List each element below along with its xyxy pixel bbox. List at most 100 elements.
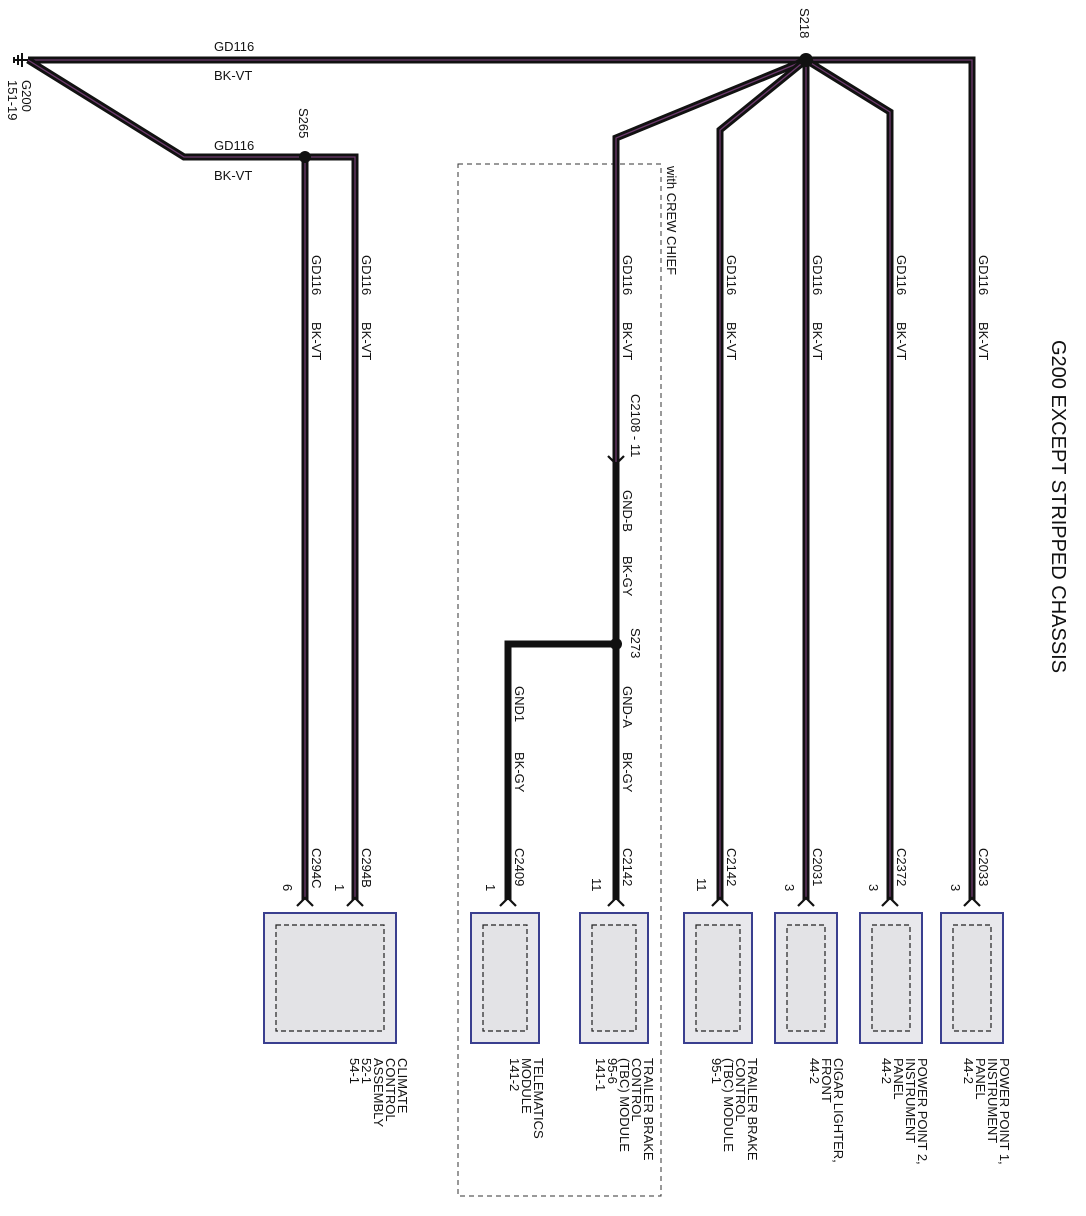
wire-telematics — [504, 640, 616, 900]
connector-pp2-name: C2372 — [894, 848, 909, 886]
wire-to-s265 — [26, 57, 359, 900]
module-caption-cigar: CIGAR LIGHTER, FRONT 44-2 — [807, 1058, 846, 1163]
wire-label-pp2-circuit: GD116 — [894, 255, 909, 295]
connector-pp2-pin: 3 — [866, 884, 881, 891]
splice-s218 — [799, 53, 813, 67]
splice-s218-label: S218 — [797, 8, 812, 38]
wire-label-tel-color: BK-GY — [512, 752, 527, 793]
caption-line: 95-1 — [709, 1058, 724, 1084]
wire-label-s265-circuit: GD116 — [214, 138, 254, 153]
caption-line: TELEMATICS — [531, 1058, 546, 1139]
caption-line: 54-1 — [347, 1058, 362, 1084]
wire-tbc-1 — [612, 56, 808, 900]
wire-label-climate-c-circuit: GD116 — [309, 255, 324, 295]
wire-label-pp1-color: BK-VT — [976, 322, 991, 360]
connector-pp1-name: C2033 — [976, 848, 991, 886]
caption-line: 44-2 — [961, 1058, 976, 1084]
module-caption-pp2: POWER POINT 2, INSTRUMENT PANEL 44-2 — [879, 1058, 930, 1165]
module-caption-climate: CLIMATE CONTROL ASSEMBLY 52-1 54-1 — [347, 1058, 410, 1127]
module-caption-pp1: POWER POINT 1, INSTRUMENT PANEL 44-2 — [961, 1058, 1012, 1165]
connector-tbc1-pin: 11 — [589, 878, 604, 892]
connector-climate-c-name: C294C — [309, 848, 324, 888]
connector-climate-c-pin: 6 — [280, 884, 295, 891]
wire-label-tbc1-mid-color: BK-GY — [620, 556, 635, 597]
wire-label-tbc1-color: BK-VT — [620, 322, 635, 360]
module-climate-control — [263, 912, 397, 1044]
caption-line: CIGAR LIGHTER, — [831, 1058, 846, 1163]
caption-line: FRONT — [819, 1058, 834, 1103]
wire-label-climate-b-circuit: GD116 — [359, 255, 374, 295]
caption-line: 95-6 — [605, 1058, 620, 1084]
wire-label-tbc1-circuit: GD116 — [620, 255, 635, 295]
connector-tbc2-name: C2142 — [724, 848, 739, 886]
wire-ground-bus — [28, 56, 976, 900]
wire-label-top-circuit: GD116 — [214, 39, 254, 54]
wire-label-tbc1-low-circuit: GND-A — [620, 686, 635, 728]
wire-label-tbc2-circuit: GD116 — [724, 255, 739, 295]
module-telematics — [470, 912, 540, 1044]
caption-line: 52-1 — [359, 1058, 374, 1084]
caption-line: 44-2 — [807, 1058, 822, 1084]
module-caption-telematics: TELEMATICS MODULE 141-2 — [507, 1058, 546, 1139]
connector-cig-pin: 3 — [782, 884, 797, 891]
module-caption-tbc-1: TRAILER BRAKE CONTROL (TBC) MODULE 95-6 … — [593, 1058, 656, 1161]
caption-line: 141-2 — [507, 1058, 522, 1091]
crew-chief-option-box — [457, 163, 662, 1197]
caption-line: PANEL — [891, 1058, 906, 1100]
wire-label-top-color: BK-VT — [214, 68, 252, 83]
option-label: with CREW CHIEF — [664, 165, 679, 275]
ground-icon — [13, 53, 28, 67]
connector-tbc1-name: C2142 — [620, 848, 635, 886]
caption-line: CONTROL — [733, 1058, 748, 1122]
caption-line: (TBC) MODULE — [617, 1058, 632, 1152]
connector-tbc2-pin: 11 — [694, 878, 709, 892]
caption-line: POWER POINT 2, — [915, 1058, 930, 1165]
connector-icons — [296, 896, 981, 907]
module-tbc-2 — [683, 912, 753, 1044]
splice-s265 — [299, 151, 311, 163]
caption-line: POWER POINT 1, — [997, 1058, 1012, 1165]
wire-label-tbc2-color: BK-VT — [724, 322, 739, 360]
ground-ref: 151-19 — [5, 80, 20, 120]
module-tbc-1 — [579, 912, 649, 1044]
wire-tbc-2 — [716, 57, 809, 900]
wire-label-climate-b-color: BK-VT — [359, 322, 374, 360]
caption-line: TRAILER BRAKE — [745, 1058, 760, 1161]
connector-cig-name: C2031 — [810, 848, 825, 886]
connector-tel-name: C2409 — [512, 848, 527, 886]
splice-s273-label: S273 — [628, 628, 643, 658]
ground-name: G200 — [19, 80, 34, 112]
wire-label-tel-circuit: GND1 — [512, 686, 527, 722]
caption-line: TRAILER BRAKE — [641, 1058, 656, 1161]
splice-s273 — [610, 638, 622, 650]
connector-pp1-pin: 3 — [948, 884, 963, 891]
wire-label-s265-color: BK-VT — [214, 168, 252, 183]
caption-line: ASSEMBLY — [371, 1058, 386, 1127]
diagram-title: G200 EXCEPT STRIPPED CHASSIS — [1047, 340, 1069, 673]
inline-connector-c2108 — [607, 455, 625, 466]
module-caption-tbc-2: TRAILER BRAKE CONTROL (TBC) MODULE 95-1 — [709, 1058, 760, 1161]
wire-label-tbc1-low-color: BK-GY — [620, 752, 635, 793]
wire-label-pp2-color: BK-VT — [894, 322, 909, 360]
caption-line: CONTROL — [383, 1058, 398, 1122]
wire-label-climate-c-color: BK-VT — [309, 322, 324, 360]
caption-line: 141-1 — [593, 1058, 608, 1091]
wire-label-pp1-circuit: GD116 — [976, 255, 991, 295]
caption-line: (TBC) MODULE — [721, 1058, 736, 1152]
wire-label-cig-color: BK-VT — [810, 322, 825, 360]
connector-tel-pin: 1 — [483, 884, 498, 891]
caption-line: INSTRUMENT — [985, 1058, 1000, 1143]
caption-line: MODULE — [519, 1058, 534, 1114]
caption-line: CONTROL — [629, 1058, 644, 1122]
caption-line: CLIMATE — [395, 1058, 410, 1114]
module-power-point-2 — [859, 912, 923, 1044]
connector-climate-b-pin: 1 — [332, 884, 347, 891]
wire-power-point-2 — [804, 57, 894, 900]
inline-connector-label: C2108 - 11 — [628, 394, 643, 457]
wire-label-tbc1-mid-circuit: GND-B — [620, 490, 635, 532]
module-cigar-lighter — [774, 912, 838, 1044]
wire-label-cig-circuit: GD116 — [810, 255, 825, 295]
caption-line: 44-2 — [879, 1058, 894, 1084]
splice-s265-label: S265 — [296, 108, 311, 138]
